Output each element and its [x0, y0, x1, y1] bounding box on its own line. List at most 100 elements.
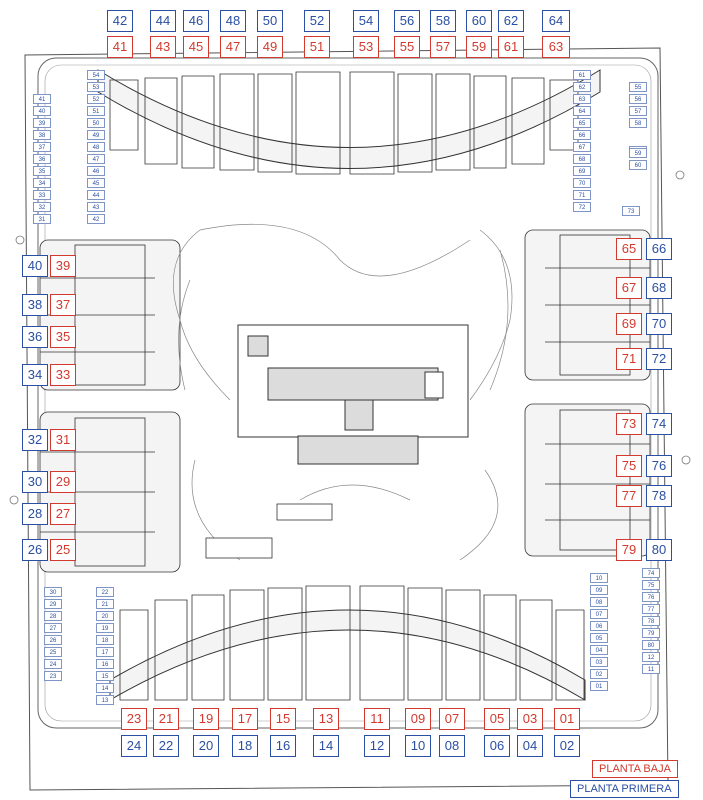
unit-label-ground-floor[interactable]: 17	[232, 708, 258, 730]
unit-label-ground-floor[interactable]: 49	[257, 36, 283, 58]
parking-space[interactable]: 51	[87, 106, 105, 116]
parking-space[interactable]: 21	[96, 599, 114, 609]
parking-space[interactable]: 24	[44, 659, 62, 669]
unit-label-ground-floor[interactable]: 65	[616, 238, 642, 260]
parking-space[interactable]: 35	[33, 166, 51, 176]
unit-label-first-floor[interactable]: 80	[646, 539, 672, 561]
unit-label-ground-floor[interactable]: 25	[50, 539, 76, 561]
parking-space[interactable]: 61	[573, 70, 591, 80]
parking-space[interactable]: 36	[33, 154, 51, 164]
parking-space[interactable]: 37	[33, 142, 51, 152]
parking-space[interactable]: 74	[642, 568, 660, 578]
unit-label-first-floor[interactable]: 20	[193, 735, 219, 757]
unit-label-ground-floor[interactable]: 69	[616, 313, 642, 335]
unit-label-first-floor[interactable]: 58	[430, 10, 456, 32]
parking-space[interactable]: 54	[87, 70, 105, 80]
parking-space[interactable]: 65	[573, 118, 591, 128]
unit-label-first-floor[interactable]: 02	[554, 735, 580, 757]
unit-label-first-floor[interactable]: 76	[646, 455, 672, 477]
unit-label-ground-floor[interactable]: 21	[153, 708, 179, 730]
unit-label-ground-floor[interactable]: 29	[50, 471, 76, 493]
unit-label-ground-floor[interactable]: 31	[50, 429, 76, 451]
parking-space[interactable]: 38	[33, 130, 51, 140]
parking-space[interactable]: 75	[642, 580, 660, 590]
parking-space[interactable]: 22	[96, 587, 114, 597]
unit-label-first-floor[interactable]: 28	[22, 503, 48, 525]
unit-label-first-floor[interactable]: 60	[466, 10, 492, 32]
parking-space[interactable]: 53	[87, 82, 105, 92]
unit-label-ground-floor[interactable]: 43	[150, 36, 176, 58]
parking-space[interactable]: 12	[642, 652, 660, 662]
parking-space[interactable]: 43	[87, 202, 105, 212]
unit-label-first-floor[interactable]: 32	[22, 429, 48, 451]
parking-space[interactable]: 47	[87, 154, 105, 164]
unit-label-first-floor[interactable]: 70	[646, 313, 672, 335]
parking-space[interactable]: 25	[44, 647, 62, 657]
unit-label-ground-floor[interactable]: 51	[304, 36, 330, 58]
unit-label-ground-floor[interactable]: 11	[364, 708, 390, 730]
unit-label-ground-floor[interactable]: 79	[616, 539, 642, 561]
parking-space[interactable]: 64	[573, 106, 591, 116]
parking-space[interactable]: 05	[590, 633, 608, 643]
parking-space[interactable]: 13	[96, 695, 114, 705]
unit-label-first-floor[interactable]: 10	[405, 735, 431, 757]
parking-space[interactable]: 32	[33, 202, 51, 212]
parking-space[interactable]: 08	[590, 597, 608, 607]
parking-space[interactable]: 39	[33, 118, 51, 128]
parking-space[interactable]: 77	[642, 604, 660, 614]
parking-space[interactable]: 63	[573, 94, 591, 104]
parking-space[interactable]: 56	[629, 94, 647, 104]
unit-label-ground-floor[interactable]: 09	[405, 708, 431, 730]
parking-space[interactable]: 17	[96, 647, 114, 657]
unit-label-ground-floor[interactable]: 67	[616, 277, 642, 299]
parking-space[interactable]: 62	[573, 82, 591, 92]
parking-space[interactable]: 70	[573, 178, 591, 188]
unit-label-first-floor[interactable]: 38	[22, 294, 48, 316]
unit-label-ground-floor[interactable]: 63	[542, 36, 570, 58]
unit-label-first-floor[interactable]: 24	[121, 735, 147, 757]
unit-label-ground-floor[interactable]: 77	[616, 485, 642, 507]
parking-space[interactable]: 57	[629, 106, 647, 116]
parking-space[interactable]: 46	[87, 166, 105, 176]
parking-space[interactable]: 29	[44, 599, 62, 609]
parking-space[interactable]: 40	[33, 106, 51, 116]
parking-space[interactable]: 31	[33, 214, 51, 224]
unit-label-ground-floor[interactable]: 57	[430, 36, 456, 58]
unit-label-first-floor[interactable]: 44	[150, 10, 176, 32]
unit-label-first-floor[interactable]: 18	[232, 735, 258, 757]
unit-label-ground-floor[interactable]: 73	[616, 413, 642, 435]
parking-space[interactable]: 52	[87, 94, 105, 104]
unit-label-ground-floor[interactable]: 33	[50, 364, 76, 386]
unit-label-ground-floor[interactable]: 07	[439, 708, 465, 730]
parking-space[interactable]: 79	[642, 628, 660, 638]
unit-label-ground-floor[interactable]: 05	[484, 708, 510, 730]
unit-label-first-floor[interactable]: 74	[646, 413, 672, 435]
parking-space[interactable]: 76	[642, 592, 660, 602]
unit-label-ground-floor[interactable]: 23	[121, 708, 147, 730]
unit-label-ground-floor[interactable]: 45	[183, 36, 209, 58]
parking-space[interactable]: 19	[96, 623, 114, 633]
unit-label-ground-floor[interactable]: 47	[220, 36, 246, 58]
unit-label-ground-floor[interactable]: 37	[50, 294, 76, 316]
parking-space[interactable]: 71	[573, 190, 591, 200]
unit-label-first-floor[interactable]: 54	[353, 10, 379, 32]
parking-space[interactable]: 60	[629, 160, 647, 170]
parking-space[interactable]: 18	[96, 635, 114, 645]
parking-space[interactable]: 42	[87, 214, 105, 224]
unit-label-first-floor[interactable]: 42	[107, 10, 133, 32]
unit-label-first-floor[interactable]: 26	[22, 539, 48, 561]
parking-space[interactable]: 23	[44, 671, 62, 681]
parking-space[interactable]: 33	[33, 190, 51, 200]
parking-space[interactable]: 41	[33, 94, 51, 104]
unit-label-first-floor[interactable]: 56	[394, 10, 420, 32]
parking-space[interactable]: 06	[590, 621, 608, 631]
unit-label-first-floor[interactable]: 48	[220, 10, 246, 32]
unit-label-first-floor[interactable]: 72	[646, 348, 672, 370]
parking-space[interactable]: 04	[590, 645, 608, 655]
parking-space[interactable]: 15	[96, 671, 114, 681]
unit-label-ground-floor[interactable]: 03	[517, 708, 543, 730]
unit-label-first-floor[interactable]: 06	[484, 735, 510, 757]
unit-label-first-floor[interactable]: 12	[364, 735, 390, 757]
parking-space[interactable]: 27	[44, 623, 62, 633]
unit-label-first-floor[interactable]: 64	[542, 10, 570, 32]
